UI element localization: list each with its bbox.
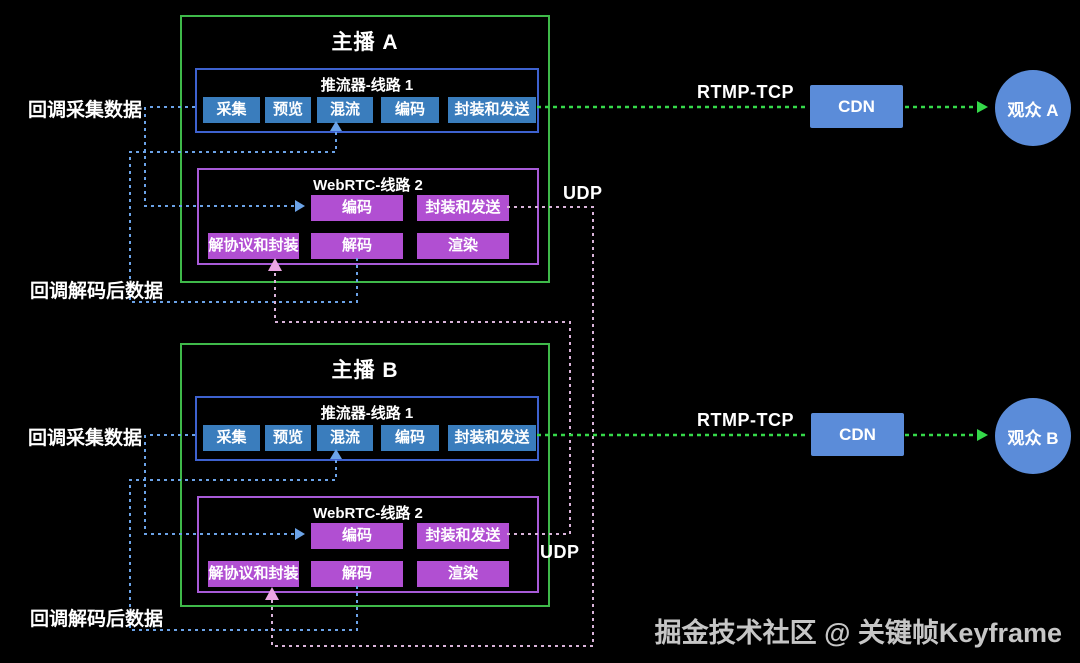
viewer-b-circle: 观众 B: [995, 398, 1071, 474]
broadcaster-a-title: 主播 A: [331, 31, 399, 54]
webrtc-line2-box-a: WebRTC-线路 2 编码 封装和发送 解协议和封装 解码 渲染: [197, 168, 539, 265]
arrowhead-viewer-b: [977, 429, 988, 441]
arrowhead-viewer-a: [977, 101, 988, 113]
block-encode-a: 编码: [381, 97, 439, 123]
rtmp-tcp-label-a: RTMP-TCP: [697, 82, 794, 102]
block-webrtc-package-send-a: 封装和发送: [417, 195, 509, 221]
block-package-send-a: 封装和发送: [448, 97, 536, 123]
decoded-callback-label-a: 回调解码后数据: [30, 281, 164, 302]
block-decode-a: 解码: [311, 233, 403, 259]
block-deprotocol-unpack-a: 解协议和封装: [208, 233, 299, 259]
pusher-line1-box-b: 推流器-线路 1 采集 预览 混流 编码 封装和发送: [195, 396, 539, 461]
block-package-send-b: 封装和发送: [448, 425, 536, 451]
block-capture-b: 采集: [203, 425, 260, 451]
capture-callback-label-b: 回调采集数据: [28, 428, 143, 449]
block-mix-a: 混流: [317, 97, 373, 123]
pusher-line1-box-a: 推流器-线路 1 采集 预览 混流 编码 封装和发送: [195, 68, 539, 133]
cdn-box-b: CDN: [811, 413, 904, 456]
block-render-a: 渲染: [417, 233, 509, 259]
block-encode-b: 编码: [381, 425, 439, 451]
capture-callback-label-a: 回调采集数据: [28, 100, 143, 121]
decoded-callback-label-b: 回调解码后数据: [30, 609, 164, 630]
webrtc-line2-title-b: WebRTC-线路 2: [313, 505, 423, 522]
pusher-line1-title-b: 推流器-线路 1: [320, 405, 414, 422]
block-capture-a: 采集: [203, 97, 260, 123]
pusher-line1-title-a: 推流器-线路 1: [320, 77, 414, 94]
block-render-b: 渲染: [417, 561, 509, 587]
viewer-a-circle: 观众 A: [995, 70, 1071, 146]
block-deprotocol-unpack-b: 解协议和封装: [208, 561, 299, 587]
udp-label-a: UDP: [563, 183, 603, 203]
block-preview-b: 预览: [265, 425, 311, 451]
webrtc-line2-title-a: WebRTC-线路 2: [313, 177, 423, 194]
webrtc-line2-box-b: WebRTC-线路 2 编码 封装和发送 解协议和封装 解码 渲染: [197, 496, 539, 593]
watermark-footer: 掘金技术社区 @ 关键帧Keyframe: [654, 618, 1062, 648]
block-webrtc-encode-b: 编码: [311, 523, 403, 549]
udp-label-b: UDP: [540, 542, 580, 562]
cdn-box-a: CDN: [810, 85, 903, 128]
block-decode-b: 解码: [311, 561, 403, 587]
broadcaster-b-panel: 主播 B 推流器-线路 1 采集 预览 混流 编码 封装和发送 WebRTC-线…: [180, 343, 550, 607]
rtmp-tcp-label-b: RTMP-TCP: [697, 410, 794, 430]
block-webrtc-encode-a: 编码: [311, 195, 403, 221]
block-preview-a: 预览: [265, 97, 311, 123]
block-mix-b: 混流: [317, 425, 373, 451]
broadcaster-a-panel: 主播 A 推流器-线路 1 采集 预览 混流 编码 封装和发送 WebRTC-线…: [180, 15, 550, 283]
block-webrtc-package-send-b: 封装和发送: [417, 523, 509, 549]
broadcaster-b-title: 主播 B: [331, 359, 399, 382]
